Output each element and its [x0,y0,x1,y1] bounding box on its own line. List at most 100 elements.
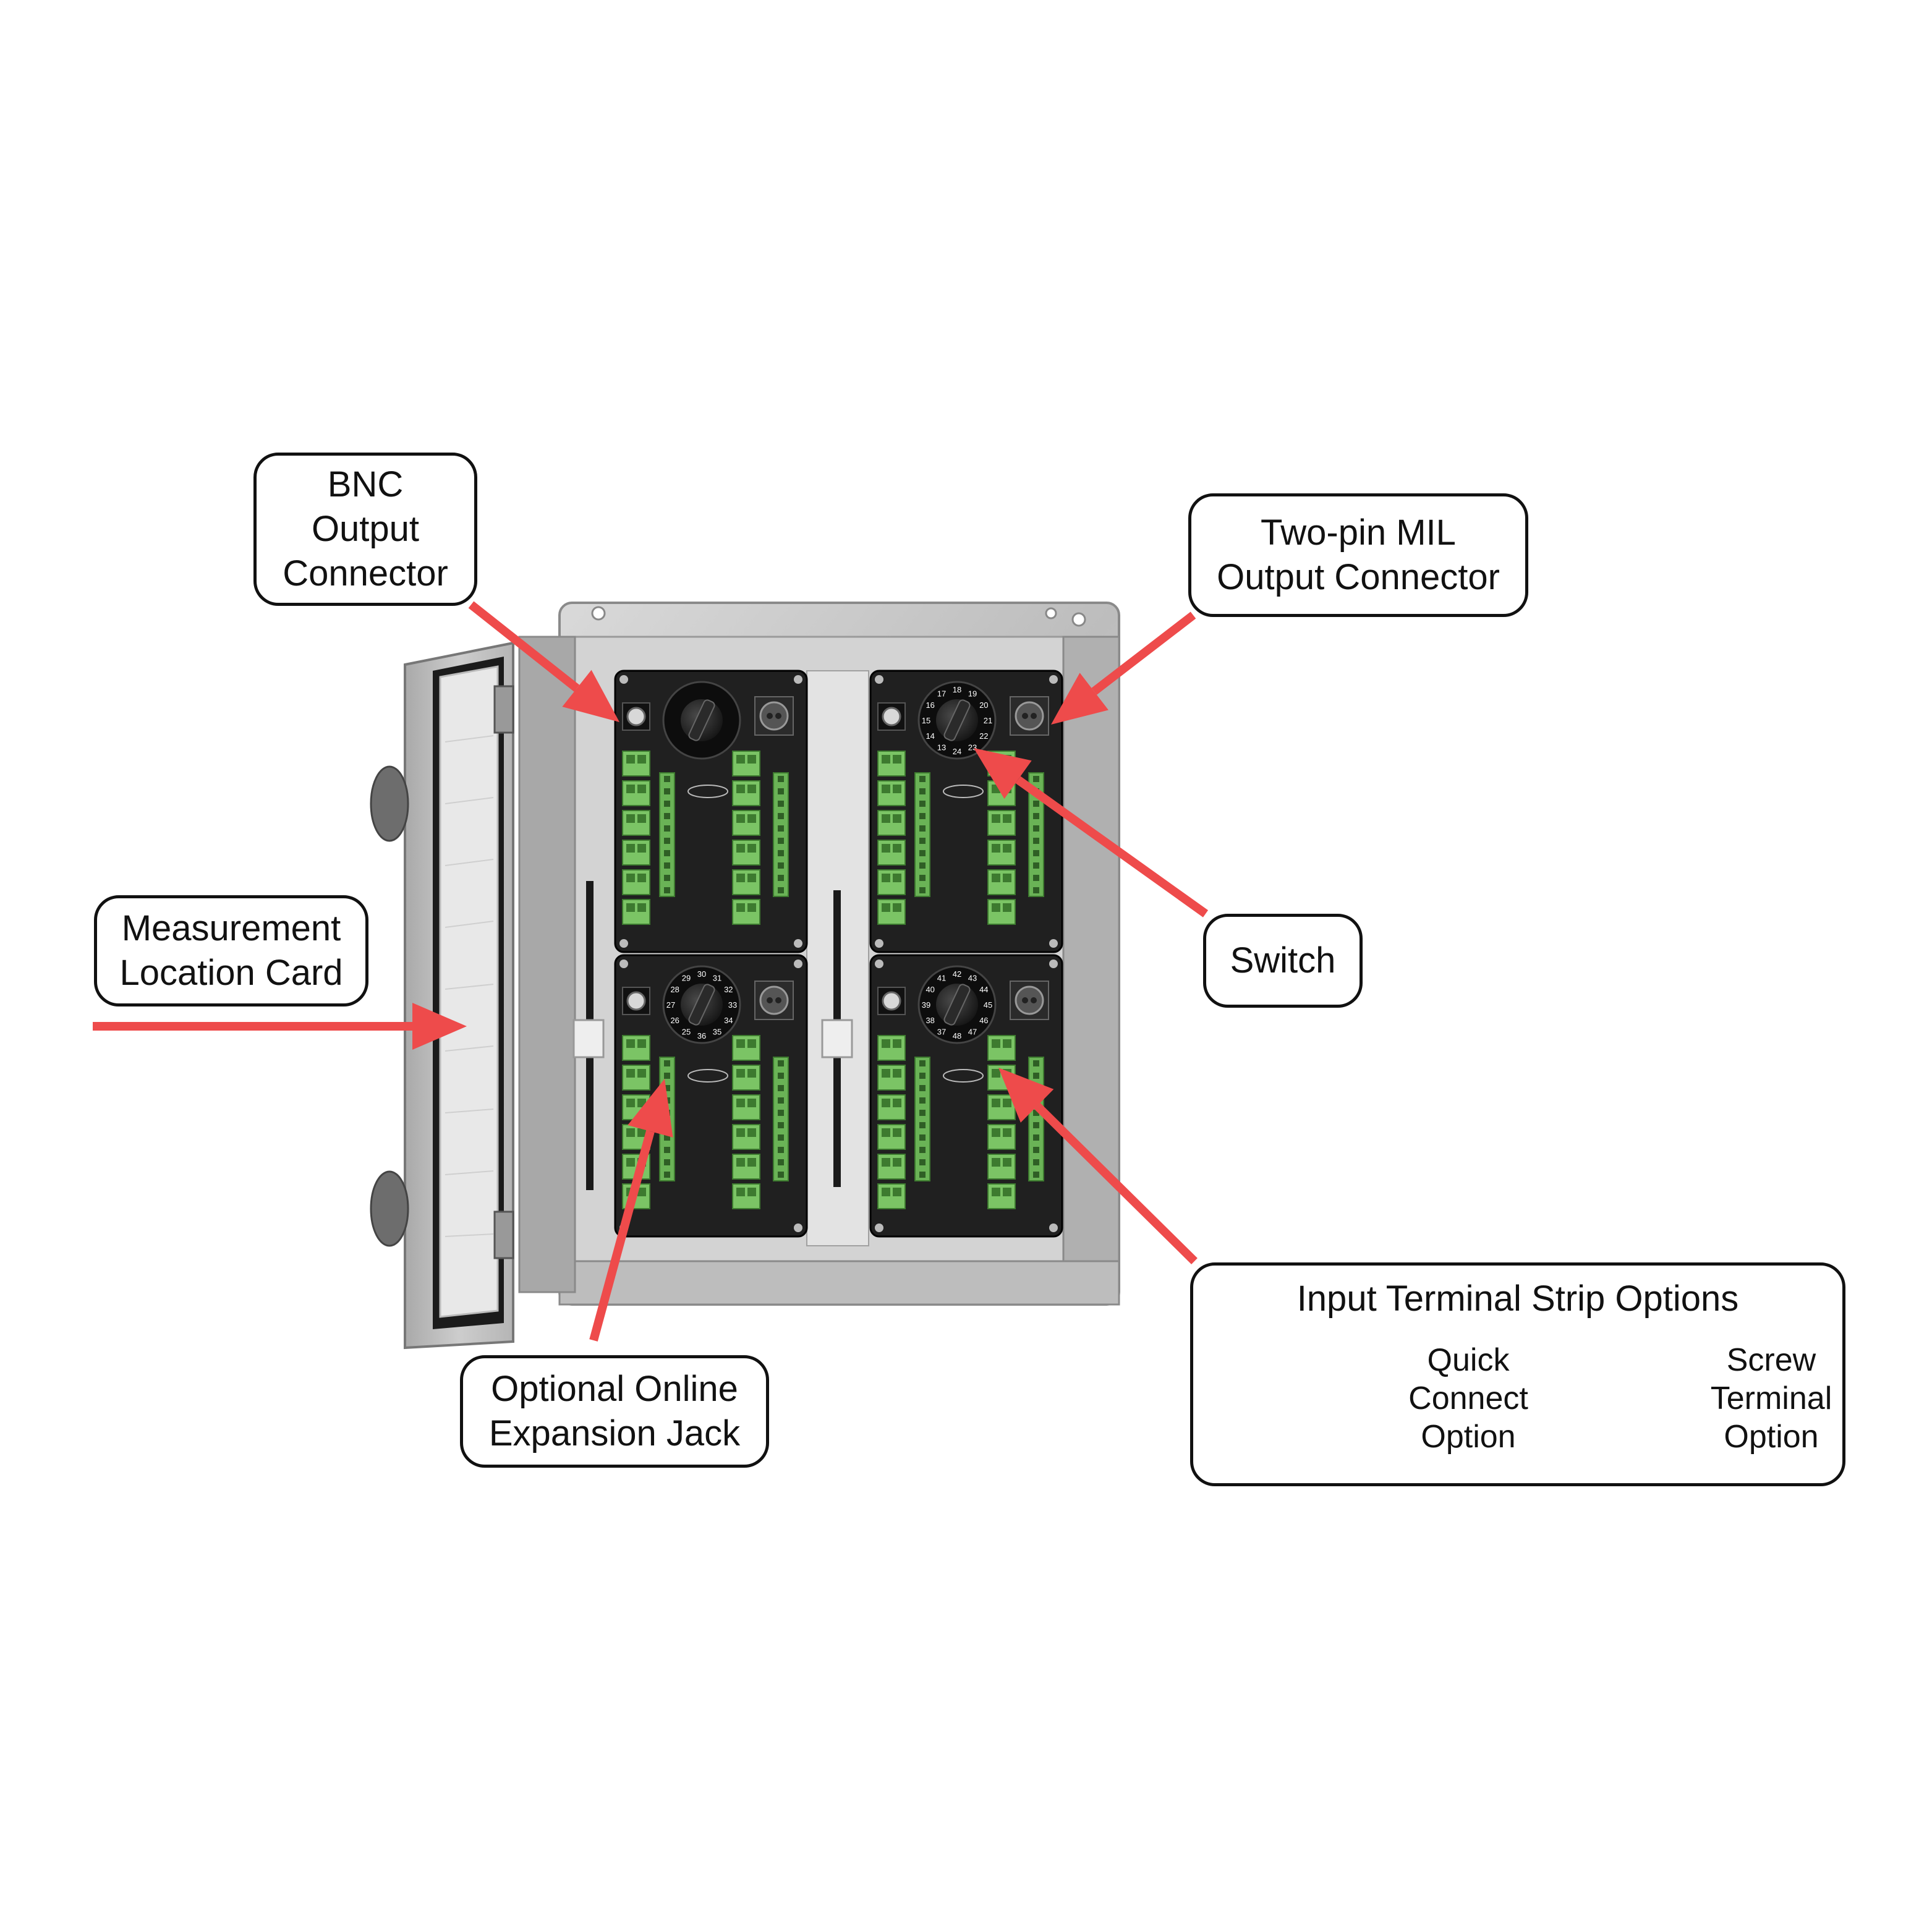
terminal-block[interactable] [987,1154,1016,1180]
callout-text: Switch [1230,940,1336,981]
enclosure-door [370,641,514,1350]
dial-position-label: 21 [984,716,992,725]
brand-logo-icon [687,785,728,798]
screw-icon [794,1223,802,1232]
option-text: Quick [1427,1342,1510,1378]
dial-position-label: 17 [937,689,946,699]
callout-text: Expansion Jack [488,1413,741,1453]
dial-position-label: 32 [724,985,733,994]
option-text: Connect [1408,1381,1528,1416]
screw-icon [619,675,628,684]
bnc-connector-icon[interactable] [622,702,650,731]
rotary-switch[interactable] [662,681,741,760]
dial-position-label: 16 [926,700,934,710]
terminal-block[interactable] [622,1065,650,1091]
dial-position-label: 37 [937,1027,946,1036]
callout-arrow [468,601,619,722]
terminal-block[interactable] [622,840,650,866]
switchbox-board [614,670,808,953]
terminal-block[interactable] [732,780,760,806]
dial-position-label: 46 [979,1016,988,1025]
bnc-connector-icon[interactable] [622,987,650,1015]
terminal-block[interactable] [987,1094,1016,1120]
dial-position-label: 33 [728,1000,737,1010]
terminal-block[interactable] [877,1065,906,1091]
card-lines [445,735,494,1237]
option-text: Option [1724,1419,1819,1455]
options-title: Input Terminal Strip Options [1296,1279,1739,1319]
screw-icon [875,1223,883,1232]
dial-position-label: 24 [953,747,961,756]
dial-position-label: 14 [926,731,934,741]
mount-hole-icon [591,606,606,621]
callout-text: Location Card [119,953,343,993]
quick-connect-label: Quick Connect Option [1388,1341,1549,1456]
tie-mount [572,1019,605,1058]
terminal-block[interactable] [732,1183,760,1209]
callout-text: Measurement [121,908,341,948]
dial-position-label: 18 [953,685,961,694]
screw-icon [1049,675,1058,684]
terminal-block[interactable] [877,1183,906,1209]
terminal-block[interactable] [732,1065,760,1091]
screw-icon [1049,939,1058,948]
dial-position-label: 31 [713,974,721,983]
callout-arrow [998,1068,1198,1264]
terminal-block[interactable] [877,840,906,866]
terminal-block[interactable] [877,780,906,806]
dial-position-label: 19 [968,689,977,699]
dial-position-label: 26 [670,1016,679,1025]
terminal-block[interactable] [877,1035,906,1061]
terminal-block[interactable] [987,810,1016,836]
terminal-block[interactable] [877,1124,906,1150]
screw-icon [1049,960,1058,968]
terminal-block[interactable] [732,899,760,925]
terminal-block[interactable] [622,751,650,777]
terminal-block[interactable] [732,869,760,895]
terminal-block[interactable] [877,869,906,895]
terminal-block[interactable] [622,899,650,925]
terminal-block[interactable] [987,840,1016,866]
terminal-block[interactable] [732,1124,760,1150]
terminal-block[interactable] [877,1094,906,1120]
mil-connector-icon[interactable] [1010,981,1049,1020]
terminal-block[interactable] [987,1183,1016,1209]
terminal-block[interactable] [622,869,650,895]
terminal-block[interactable] [877,1154,906,1180]
terminal-block[interactable] [877,751,906,777]
terminal-block[interactable] [732,1035,760,1061]
terminal-block[interactable] [987,869,1016,895]
dial-position-label: 30 [697,969,706,979]
terminal-block[interactable] [987,1035,1016,1061]
door-latch [370,765,409,842]
terminal-block[interactable] [987,1124,1016,1150]
brand-logo-icon [687,1069,728,1083]
mil-connector-icon[interactable] [754,696,794,736]
dial-position-label: 42 [953,969,961,979]
bnc-connector-icon[interactable] [877,987,906,1015]
terminal-block[interactable] [732,810,760,836]
terminal-block[interactable] [732,840,760,866]
mil-connector-icon[interactable] [1010,696,1049,736]
dial-position-label: 44 [979,985,988,994]
terminal-block[interactable] [622,1035,650,1061]
option-text: Screw [1726,1342,1816,1378]
mil-connector-icon[interactable] [754,981,794,1020]
pin-header [914,772,930,897]
terminal-block[interactable] [732,1094,760,1120]
terminal-block[interactable] [877,899,906,925]
terminal-block[interactable] [732,1154,760,1180]
screw-icon [875,960,883,968]
terminal-block[interactable] [877,810,906,836]
screw-icon [619,960,628,968]
terminal-block[interactable] [987,899,1016,925]
terminal-block[interactable] [732,751,760,777]
terminal-block[interactable] [622,780,650,806]
door-hinge [493,1211,514,1259]
terminal-block[interactable] [622,810,650,836]
bnc-connector-icon[interactable] [877,702,906,731]
